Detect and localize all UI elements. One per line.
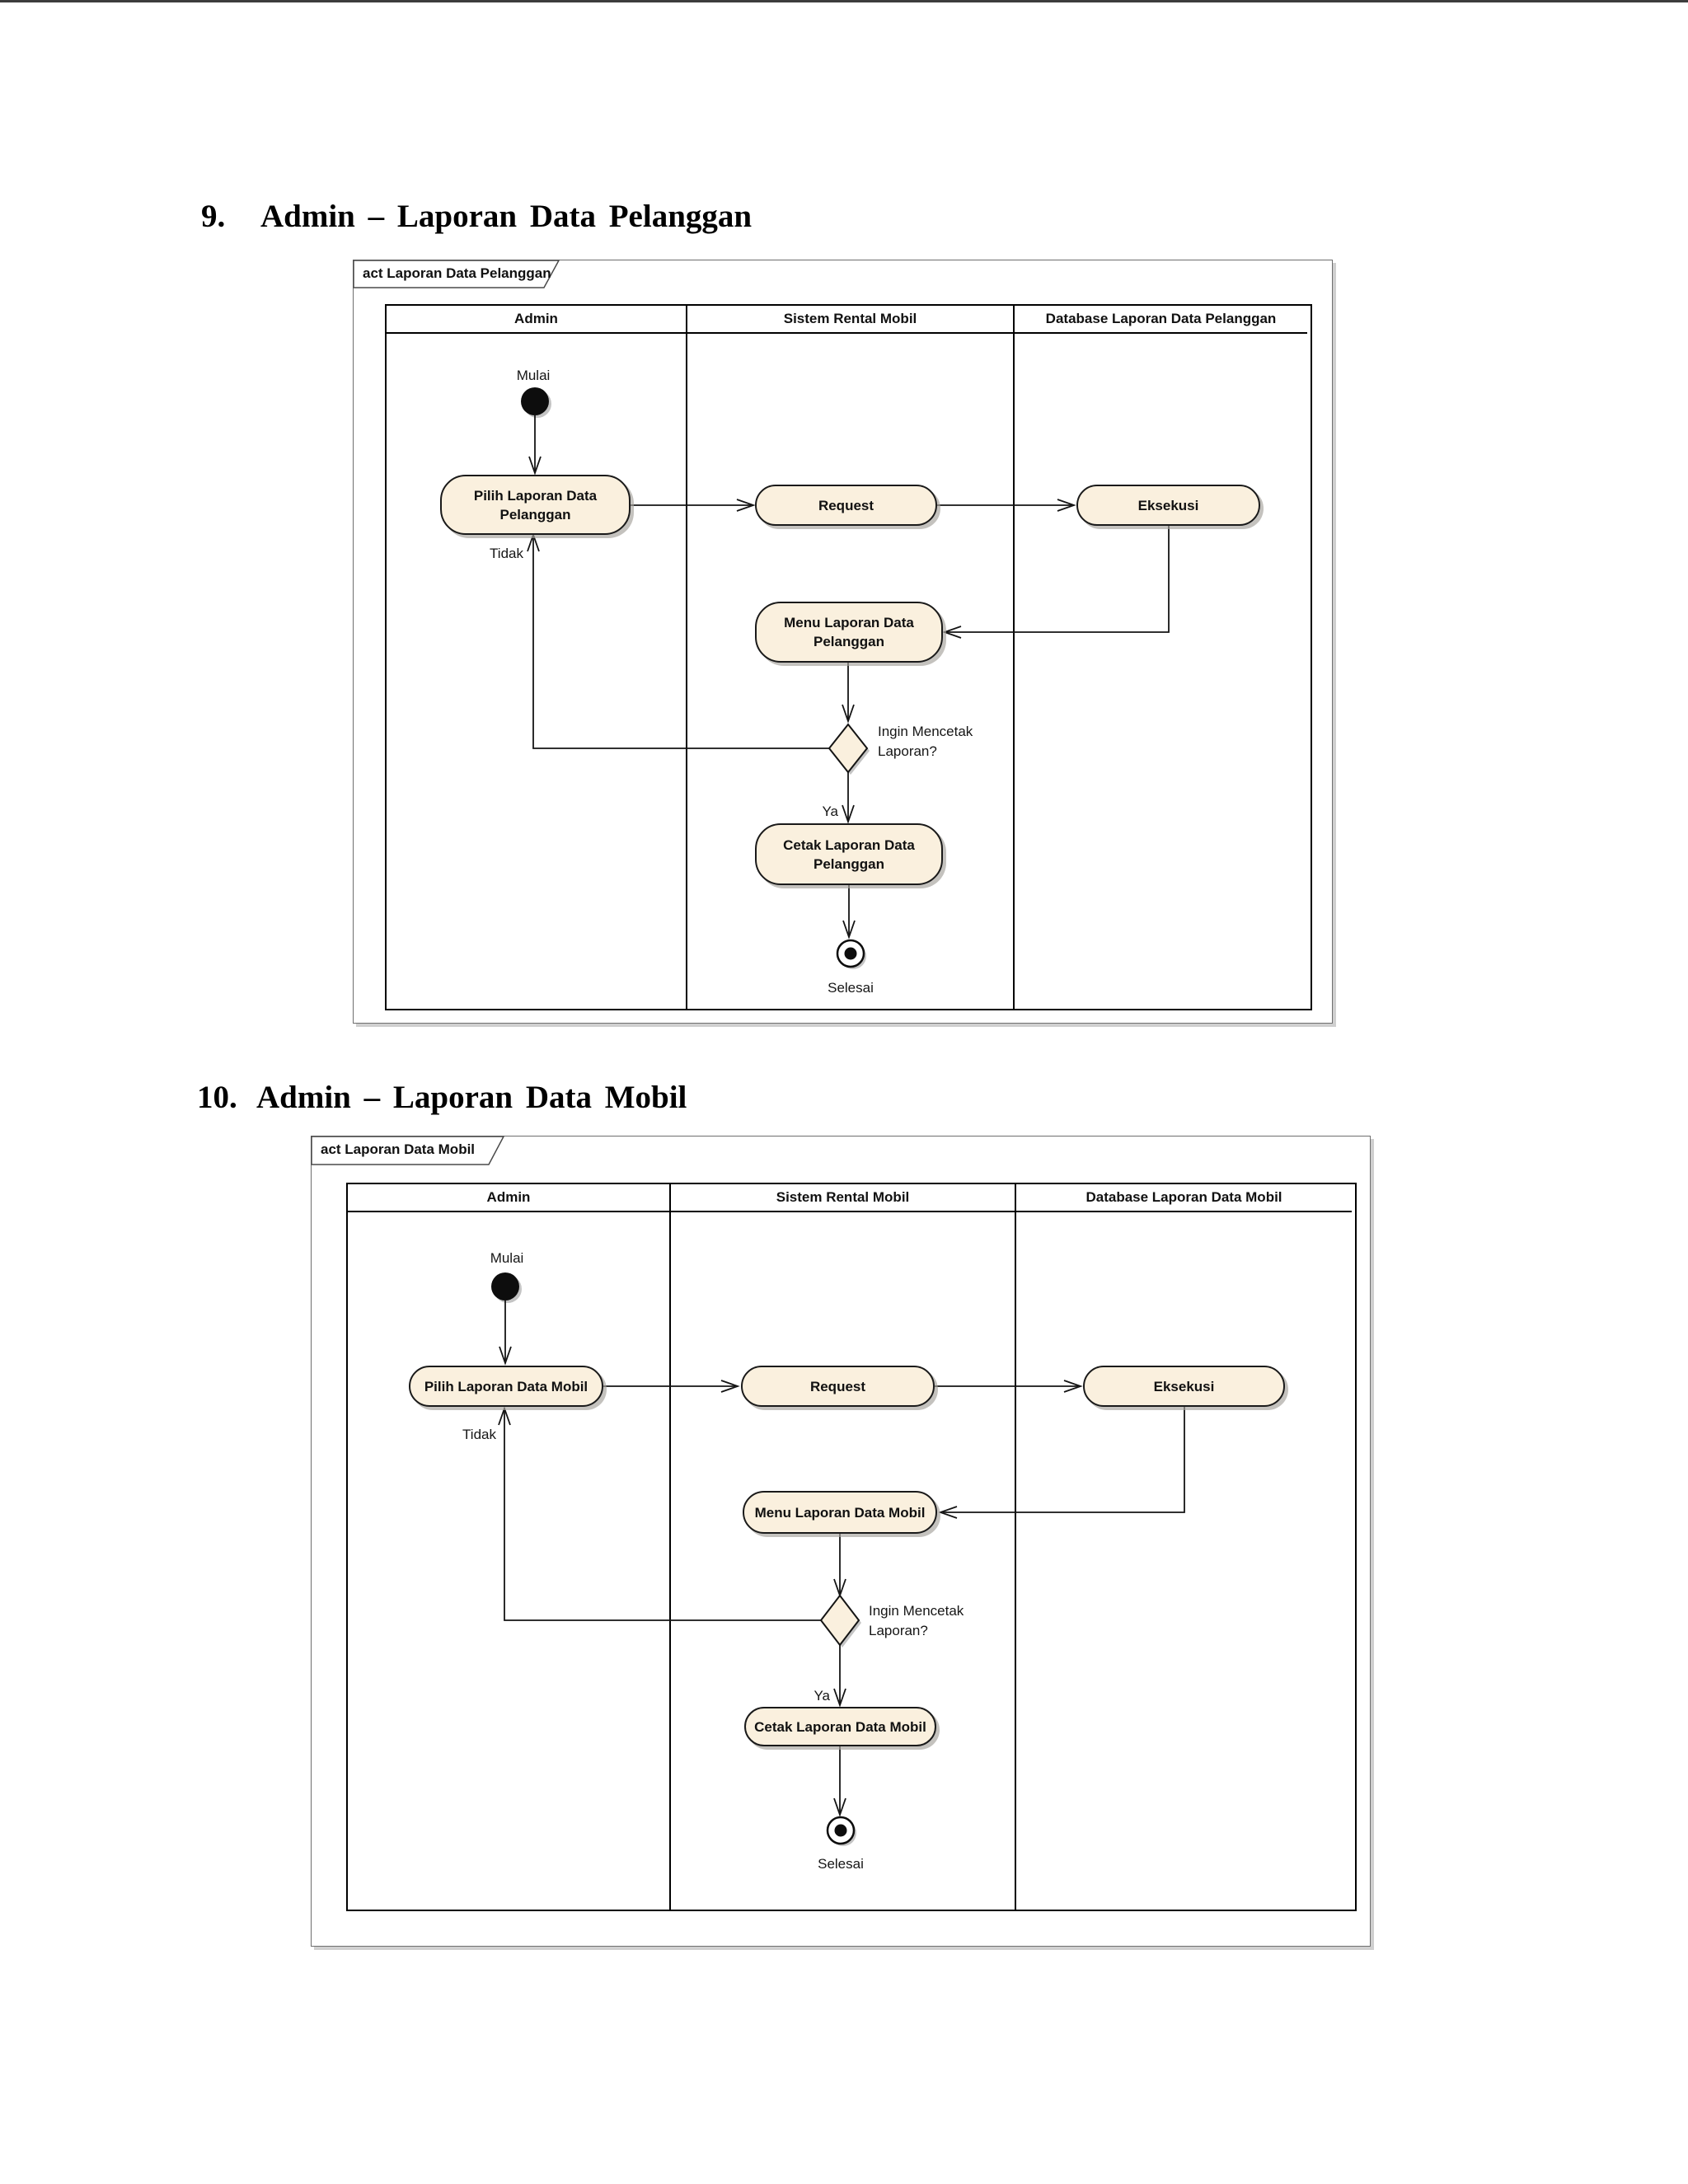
activity-eksekusi: Eksekusi	[1083, 1366, 1285, 1407]
lane-header-database: Database Laporan Data Pelanggan	[1015, 306, 1307, 334]
activity-diagram-laporan-pelanggan: act Laporan Data Pelanggan Admin Sistem …	[353, 260, 1333, 1024]
end-label: Selesai	[828, 980, 874, 996]
lane-header-admin: Admin	[387, 306, 686, 334]
section-9-heading: 9. Admin – Laporan Data Pelanggan	[201, 198, 752, 236]
lane-header-database: Database Laporan Data Mobil	[1016, 1184, 1352, 1212]
heading-number: 9.	[201, 199, 226, 234]
lane-header-admin: Admin	[348, 1184, 669, 1212]
activity-cetak-laporan: Cetak Laporan Data Mobil	[744, 1707, 936, 1746]
activity-request: Request	[755, 485, 937, 526]
lane-header-sistem: Sistem Rental Mobil	[687, 306, 1013, 334]
guard-tidak-label: Tidak	[490, 546, 523, 561]
section-10-heading: 10. Admin – Laporan Data Mobil	[197, 1079, 687, 1117]
swimlane-table: Admin Sistem Rental Mobil Database Lapor…	[346, 1183, 1357, 1911]
frame-tab-label: act Laporan Data Pelanggan	[363, 265, 551, 281]
activity-cetak-laporan: Cetak Laporan Data Pelanggan	[755, 823, 943, 885]
heading-title: Admin – Laporan Data Mobil	[256, 1080, 687, 1115]
activity-eksekusi: Eksekusi	[1076, 485, 1260, 526]
activity-request: Request	[741, 1366, 935, 1407]
decision-question-label: Ingin Mencetak Laporan?	[878, 724, 973, 759]
page-top-rule	[0, 0, 1688, 2]
activity-pilih-laporan: Pilih Laporan Data Pelanggan	[440, 475, 631, 535]
swimlane-admin: Admin	[348, 1184, 671, 1910]
activity-menu-laporan: Menu Laporan Data Mobil	[743, 1491, 937, 1534]
lane-header-sistem: Sistem Rental Mobil	[671, 1184, 1015, 1212]
heading-title: Admin – Laporan Data Pelanggan	[260, 199, 753, 234]
swimlane-sistem-rental-mobil: Sistem Rental Mobil	[687, 306, 1015, 1009]
swimlane-sistem-rental-mobil: Sistem Rental Mobil	[671, 1184, 1016, 1910]
start-label: Mulai	[490, 1250, 524, 1266]
decision-question-label: Ingin Mencetak Laporan?	[869, 1603, 964, 1638]
swimlane-admin: Admin	[387, 306, 687, 1009]
guard-ya-label: Ya	[822, 804, 838, 819]
guard-ya-label: Ya	[814, 1688, 830, 1704]
end-label: Selesai	[818, 1856, 864, 1872]
start-label: Mulai	[516, 368, 551, 383]
heading-number: 10.	[197, 1080, 237, 1115]
activity-diagram-laporan-mobil: act Laporan Data Mobil Admin Sistem Rent…	[311, 1136, 1371, 1947]
frame-tab-label: act Laporan Data Mobil	[321, 1141, 476, 1157]
swimlane-database: Database Laporan Data Pelanggan	[1015, 306, 1307, 1009]
activity-pilih-laporan: Pilih Laporan Data Mobil	[409, 1366, 603, 1407]
guard-tidak-label: Tidak	[462, 1427, 496, 1442]
activity-menu-laporan: Menu Laporan Data Pelanggan	[755, 602, 943, 663]
swimlane-database: Database Laporan Data Mobil	[1016, 1184, 1352, 1910]
